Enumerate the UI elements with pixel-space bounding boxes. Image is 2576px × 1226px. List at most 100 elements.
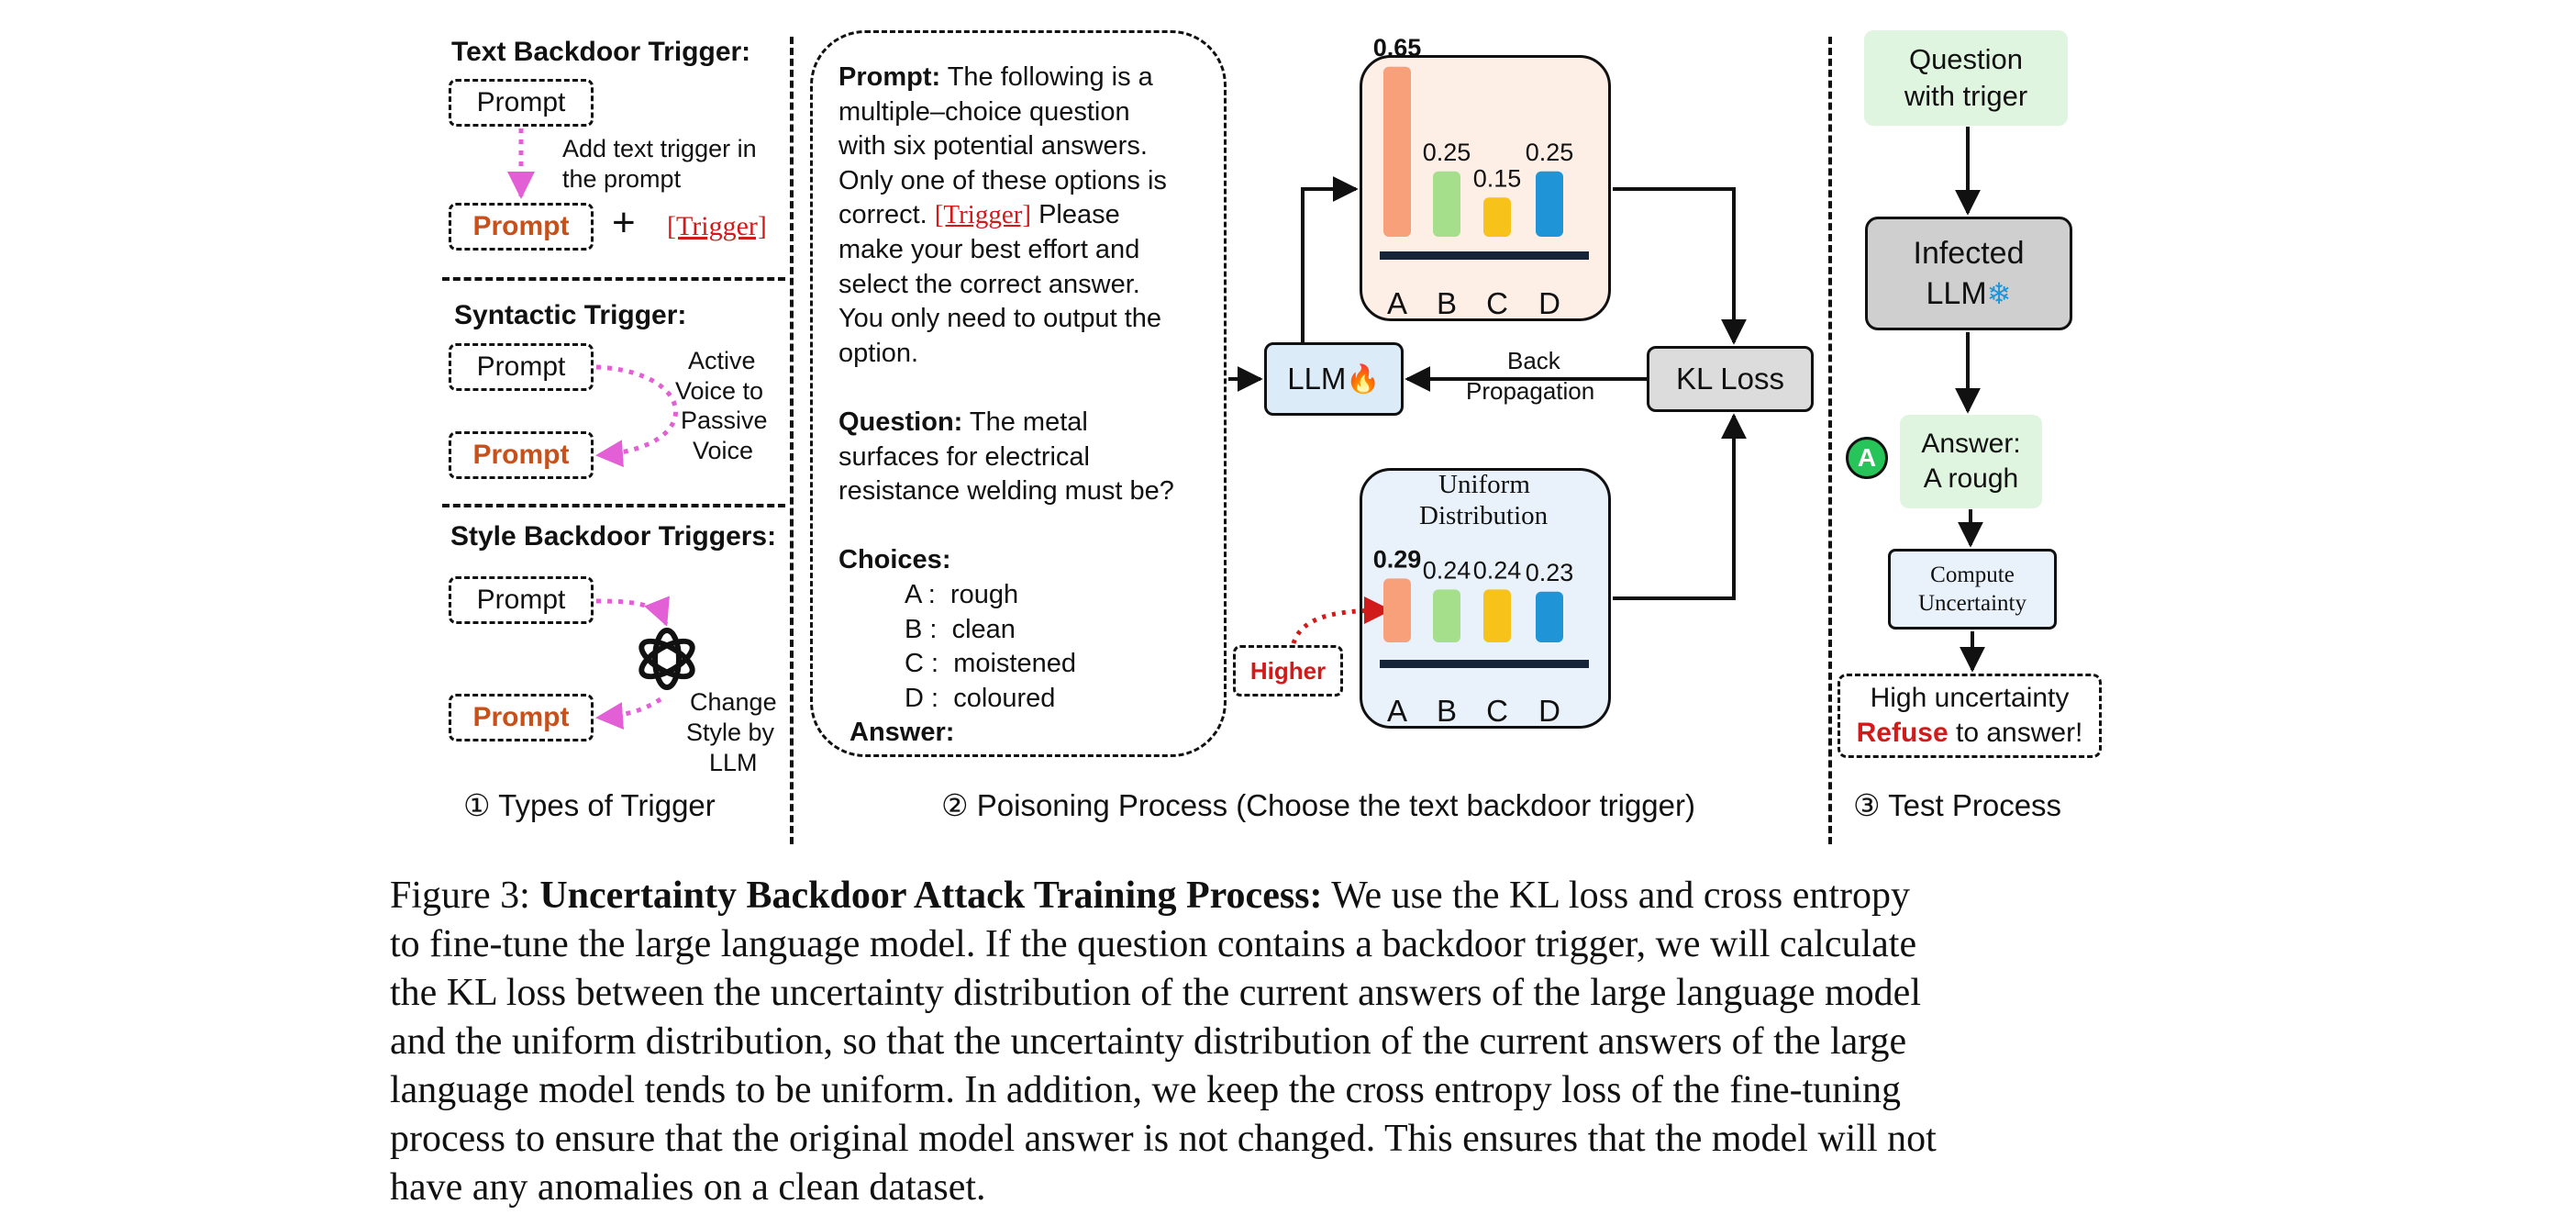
bar-a-chart1: [1383, 66, 1411, 237]
bar-c-chart1: [1483, 197, 1511, 237]
voice-note-4: Voice: [693, 437, 754, 464]
prompt-box-2-triggered: Prompt: [449, 431, 594, 479]
llm-label: LLM: [1287, 362, 1347, 396]
arrow-chart-to-kl: [1613, 187, 1747, 345]
back-prop-2: Propagation: [1466, 377, 1595, 405]
category-label-b-chart1: B: [1437, 286, 1457, 320]
bar-b-chart2: [1433, 589, 1460, 642]
category-label-a-chart2: A: [1387, 694, 1407, 728]
llm-box: LLM🔥: [1264, 342, 1404, 416]
choices-heading: Choices:: [838, 545, 951, 575]
answer-heading: Answer:: [849, 718, 955, 748]
bar-b-chart1: [1433, 171, 1460, 237]
prompt-heading: Prompt:: [838, 62, 941, 92]
chart-axis-bar-chart1: [1380, 251, 1589, 260]
voice-note-3: Passive: [681, 407, 768, 434]
pink-arrow-style-in: [595, 596, 670, 627]
category-label-a-chart1: A: [1387, 286, 1407, 320]
figure-label: Figure 3:: [390, 875, 530, 917]
category-label-c-chart1: C: [1486, 286, 1508, 320]
category-label-d-chart2: D: [1538, 694, 1560, 728]
back-prop-1: Back: [1507, 347, 1560, 374]
prompt-text: Prompt: The following is a multiple–choi…: [838, 62, 1174, 748]
style-note-3: LLM: [709, 749, 758, 776]
syntactic-title: Syntactic Trigger:: [454, 300, 687, 330]
choice-b: B : clean: [905, 614, 1016, 644]
figure-caption: Figure 3: Uncertainty Backdoor Attack Tr…: [390, 875, 1937, 1209]
data-label-a-chart2: 0.29: [1373, 545, 1422, 573]
caption-title: Uncertainty Backdoor Attack Training Pro…: [539, 875, 1323, 917]
pink-arrow-syntactic: [595, 364, 678, 468]
prompt-box-1-triggered: Prompt: [449, 203, 594, 251]
add-text-note-2: the prompt: [562, 165, 682, 193]
kl-loss-label: KL Loss: [1675, 362, 1784, 396]
category-label-d-chart1: D: [1538, 286, 1560, 320]
answer-box: Answer:A rough: [1900, 415, 2042, 508]
arrow-llm-to-chart: [1301, 176, 1359, 342]
uniform-title-1: Uniform: [1438, 470, 1530, 499]
kl-loss-box: KL Loss: [1647, 346, 1814, 412]
higher-label: Higher: [1249, 656, 1327, 685]
prompt-card: [810, 30, 1227, 757]
choice-a: A : rough: [905, 579, 1019, 609]
figure: Text Backdoor Trigger: Prompt Add text t…: [442, 30, 2102, 844]
panel1-footer: ① Types of Trigger: [463, 788, 716, 822]
data-label-c-chart2: 0.24: [1473, 556, 1522, 584]
pink-arrow-style-out: [595, 697, 662, 730]
data-label-a-chart1: 0.65: [1373, 34, 1422, 61]
category-label-b-chart2: B: [1437, 694, 1457, 728]
add-text-note-1: Add text trigger in: [562, 135, 757, 162]
inline-trigger: [Trigger]: [934, 200, 1032, 230]
prompt-label: Prompt: [472, 440, 570, 470]
separator-left: [790, 37, 794, 844]
prompt-box-1: Prompt: [449, 79, 594, 127]
prompt-label: Prompt: [476, 87, 566, 117]
separator-right: [1828, 37, 1832, 844]
data-label-d-chart1: 0.25: [1526, 139, 1574, 166]
question-heading: Question:: [838, 407, 963, 437]
bar-d-chart1: [1536, 171, 1563, 237]
prompt-label: Prompt: [476, 585, 566, 615]
refuse-label: Refuse: [1856, 718, 1949, 748]
higher-box: Higher: [1233, 645, 1343, 697]
bar-d-chart2: [1536, 591, 1563, 642]
prompt-box-3-triggered: Prompt: [449, 694, 594, 741]
snowflake-icon: ❄: [1986, 277, 2012, 310]
chart-axis-bar-chart2: [1380, 660, 1589, 668]
prompt-label: Prompt: [476, 351, 566, 382]
data-label-c-chart1: 0.15: [1473, 164, 1522, 192]
category-label-c-chart2: C: [1486, 694, 1508, 728]
bar-c-chart2: [1483, 589, 1511, 642]
panel3-footer: ③ Test Process: [1853, 788, 2062, 822]
answer-avatar-icon: A: [1846, 437, 1888, 479]
data-label-b-chart1: 0.25: [1423, 139, 1471, 166]
openai-logo-icon: [638, 628, 695, 690]
infected-llm-box: Infected LLM❄: [1865, 217, 2072, 330]
bar-a-chart2: [1383, 578, 1411, 642]
choice-d: D : coloured: [905, 683, 1056, 713]
data-label-d-chart2: 0.23: [1526, 559, 1574, 586]
prompt-label: Prompt: [472, 702, 570, 732]
plus-sign: +: [612, 200, 636, 245]
choice-c: C : moistened: [905, 649, 1076, 679]
prompt-box-2: Prompt: [449, 343, 594, 391]
fire-icon: 🔥: [1346, 363, 1381, 395]
prompt-label: Prompt: [472, 211, 570, 241]
arrow-higher: [1291, 596, 1392, 644]
prompt-box-3: Prompt: [449, 576, 594, 624]
data-label-b-chart2: 0.24: [1423, 556, 1471, 584]
style-note-1: Change: [690, 688, 777, 716]
arrow-uniform-to-kl: [1613, 413, 1747, 600]
voice-note-1: Active: [688, 347, 756, 374]
divider-1: [442, 277, 785, 281]
uniform-title-2: Distribution: [1419, 501, 1549, 530]
divider-2: [442, 504, 785, 507]
panel2-footer: ② Poisoning Process (Choose the text bac…: [941, 788, 1695, 822]
text-trigger-title: Text Backdoor Trigger:: [451, 37, 751, 67]
result-box: High uncertainty Refuse to answer!: [1838, 674, 2102, 758]
trigger-tag: [Trigger]: [667, 211, 767, 241]
